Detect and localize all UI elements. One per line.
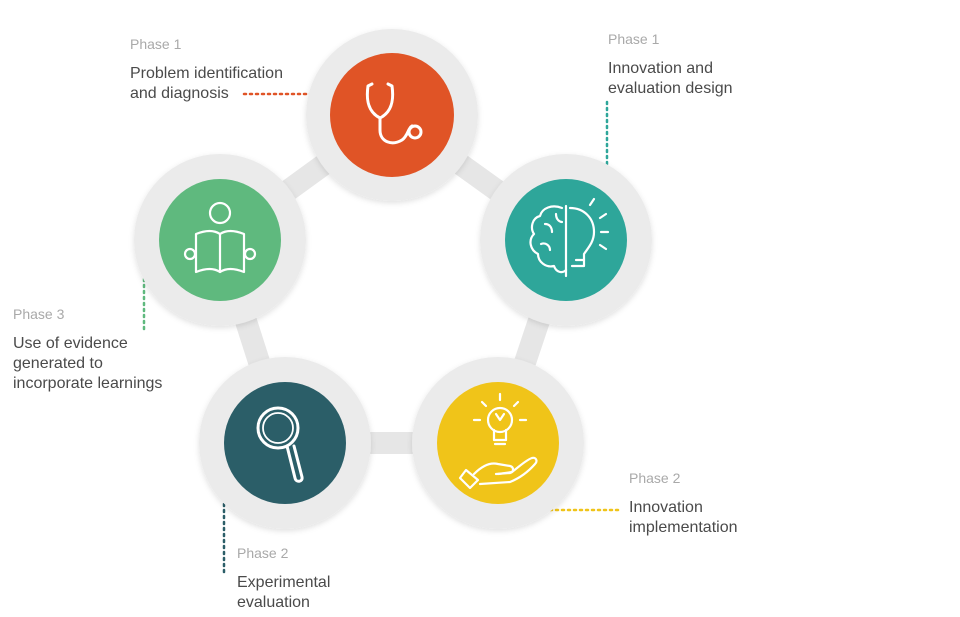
title-line: Experimental [237,574,331,591]
node-evidence [134,154,306,326]
phase-label: Phase 2 [237,545,289,561]
node-title: Experimental evaluation [237,573,330,613]
title-line: incorporate learnings [13,375,163,392]
phase-label: Phase 1 [130,36,182,52]
stethoscope-icon [365,82,423,145]
node-innovation-design [480,154,652,326]
label-innovation-design: Phase 1 Innovation and evaluation design [608,31,733,99]
title-line: Innovation [629,499,703,516]
node-title: Innovation and evaluation design [608,59,733,99]
title-line: Problem identification [130,65,283,82]
label-problem: Phase 1 Problem identification and diagn… [130,36,283,104]
title-line: Innovation and [608,60,713,77]
title-line: evaluation [237,594,310,611]
disc-problem [330,53,454,177]
disc-experimental [224,382,346,504]
node-title: Use of evidence generated to incorporate… [13,334,162,394]
label-experimental: Phase 2 Experimental evaluation [237,545,330,613]
node-title: Problem identification and diagnosis [130,64,283,104]
magnifier-icon [256,406,304,483]
reader-book-icon [183,201,257,274]
node-experimental [199,357,371,529]
node-implementation [412,357,584,529]
brain-bulb-icon [529,197,610,278]
label-evidence: Phase 3 Use of evidence generated to inc… [13,306,162,394]
title-line: Use of evidence [13,335,128,352]
label-implementation: Phase 2 Innovation implementation [629,470,738,538]
hand-bulb-icon [458,392,538,490]
node-title: Innovation implementation [629,498,738,538]
phase-label: Phase 2 [629,470,681,486]
phase-label: Phase 1 [608,31,660,47]
title-line: generated to [13,355,103,372]
title-line: implementation [629,519,738,536]
title-line: evaluation design [608,80,733,97]
phase-label: Phase 3 [13,306,65,322]
node-problem [306,29,478,201]
title-line: and diagnosis [130,85,229,102]
